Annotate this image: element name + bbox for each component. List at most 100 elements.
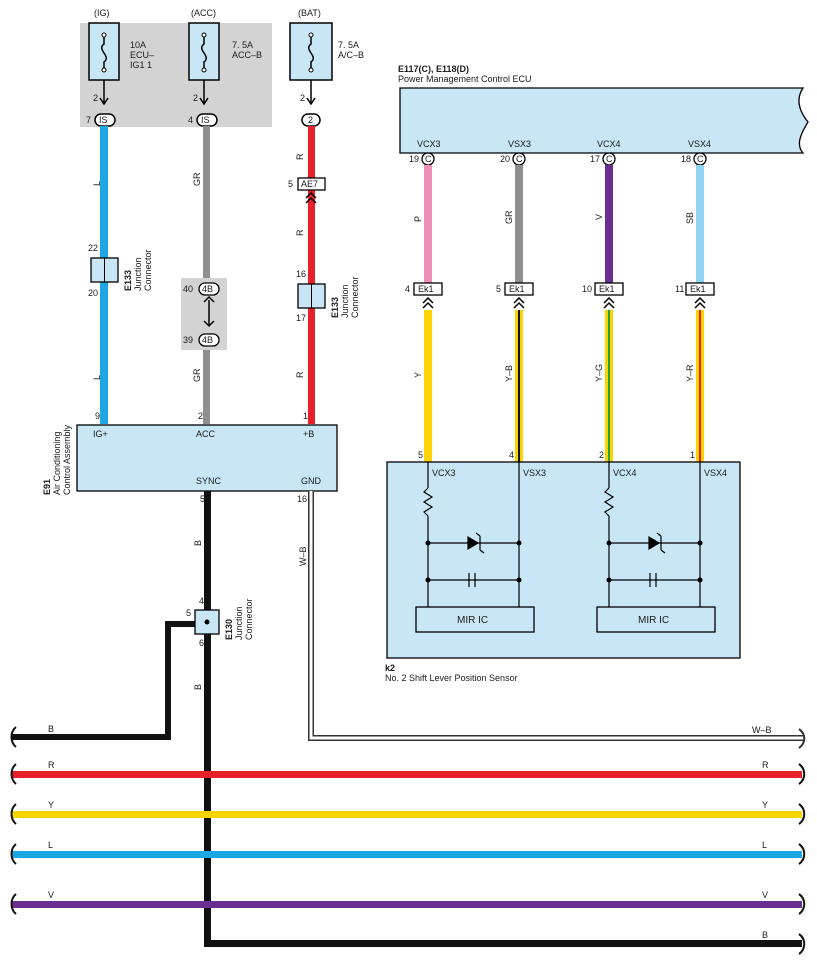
ek1-pin-1: 4 [405,284,410,294]
ecu-pin-conn-4: C [697,154,704,164]
bus-wb-label: W–B [752,725,772,735]
wire-gr [203,126,210,424]
fuse-acc-pin: 2 [193,93,198,103]
mir-ic-right-label: MIR IC [638,615,669,626]
bus-lines: B R R Y Y L L V V B [10,724,806,955]
mir-ic-right [596,606,716,633]
junction-e133a-name2: Connector [143,249,153,291]
junction-e133b-pin-top: 16 [296,269,306,279]
ac-name1: Air Conditioning [52,431,62,495]
junction-e133a-name1: Junction [133,257,143,291]
fuse-bat [289,22,333,81]
ecu-name: Power Management Control ECU [398,74,532,84]
ecu-pin-label-vcx4: VCX4 [597,139,621,149]
bus-r-label-right: R [762,760,769,770]
wire-yr [696,310,704,462]
junction-e130-pin-bottom: 6 [199,638,204,648]
wire-b-sync [204,491,211,946]
conn-ig-label: IS [99,115,108,125]
ek1-connectors: Ek1 4 Ek1 5 Ek1 10 Ek1 11 [405,282,715,309]
ecu-pin-conn-1: C [425,154,432,164]
wire-r-label-3: R [295,371,305,378]
bus-v-label-right: V [762,890,768,900]
sensor-pin-num-4: 1 [690,450,695,460]
sensor-pin-label-3: VCX4 [613,468,637,478]
wire-gr-ecu [515,165,523,283]
connector-4b-bottom-label: 4B [202,335,213,345]
fuse-acc [188,22,220,81]
ecu-box [399,87,809,154]
bus-v-label-left: V [48,890,54,900]
ek1-label-4: Ek1 [690,284,706,294]
ecu-pin-num-4: 18 [681,154,691,164]
bus-y-label-right: Y [762,800,768,810]
fuse-acc-name1: ACC–B [232,50,262,60]
wire-b-label-1: B [193,540,203,546]
fuse-bat-rating: 7. 5A [338,40,359,50]
wire-gr-ecu-label: GR [504,210,514,224]
bus-y-label-left: Y [48,800,54,810]
connector-ae7 [297,177,326,191]
ecu-code: E117(C), E118(D) [398,64,469,74]
junction-e133b-code: E133 [330,297,340,318]
fuse-ig-name2: IG1 1 [130,60,152,70]
wire-sb [696,165,704,283]
ac-pin-num-sync: 5 [200,494,205,504]
ecu-pins: VCX3 VSX3 VCX4 VSX4 C 19 C 20 C 17 C 18 [409,139,711,166]
fuse-bat-pin: 2 [300,93,305,103]
sensor-name: No. 2 Shift Lever Position Sensor [385,673,518,683]
bus-r-label-left: R [48,760,55,770]
bus-l-label-left: L [48,840,53,850]
bus-b-label-left: B [48,724,54,734]
sensor-circuit-left [422,462,520,608]
conn-acc-pin: 4 [188,115,193,125]
ac-name2: Control Assembly [62,424,72,495]
connector-4b-bottom-pin: 39 [183,335,193,345]
wire-gr-label-1: GR [192,172,202,186]
ac-pin-num-gnd: 16 [297,494,307,504]
wire-wb-label: W–B [298,546,308,566]
ecu-pin-label-vsx4: VSX4 [688,139,711,149]
conn-acc-label: IS [201,115,210,125]
wire-yb-label: Y–B [504,365,514,382]
wire-y-label: Y [413,372,423,378]
wire-l-label-1: L [92,181,102,186]
bus-l-label-right: L [762,840,767,850]
junction-e133a-code: E133 [123,270,133,291]
junction-e133b-pin-bottom: 17 [296,313,306,323]
fuse-ig-name1: ECU– [130,50,154,60]
sensor-pin-label-4: VSX4 [704,468,727,478]
ecu-pin-conn-2: C [516,154,523,164]
connector-4b-top-pin: 40 [183,284,193,294]
wire-y [424,310,432,462]
ac-pin-num-ig: 9 [95,411,100,421]
connector-4b-top [198,282,220,296]
wire-sb-label: SB [685,212,695,224]
fuse-source-acc: (ACC) [191,8,216,18]
wire-v-label: V [594,214,604,220]
wire-yg-label: Y–G [594,364,604,382]
wire-yb [515,310,523,462]
fuse-ig-rating: 10A [130,40,146,50]
junction-e133a-pin-top: 22 [88,243,98,253]
connector-4b-top-label: 4B [202,284,213,294]
ecu-pin-label-vcx3: VCX3 [417,139,441,149]
sensor-circuit-right [603,462,701,608]
mir-ic-left [415,606,535,633]
fuse-ig [88,22,120,81]
junction-e130-pin-left: 5 [186,608,191,618]
conn-ig-pin: 7 [86,115,91,125]
bus-b-label-right: B [762,930,768,940]
junction-e133b-name2: Connector [350,276,360,318]
fuse-ig-pin: 2 [93,93,98,103]
ek1-pin-3: 10 [582,284,592,294]
wire-b-branch [12,621,207,740]
ecu-pin-num-3: 17 [590,154,600,164]
fuse-bat-name1: A/C–B [338,50,364,60]
junction-e133a-pin-bottom: 20 [88,288,98,298]
ek1-pin-4: 11 [675,284,684,294]
wire-v [605,165,613,283]
fuse-acc-rating: 7. 5A [232,40,253,50]
sensor-pin-num-3: 2 [599,450,604,460]
